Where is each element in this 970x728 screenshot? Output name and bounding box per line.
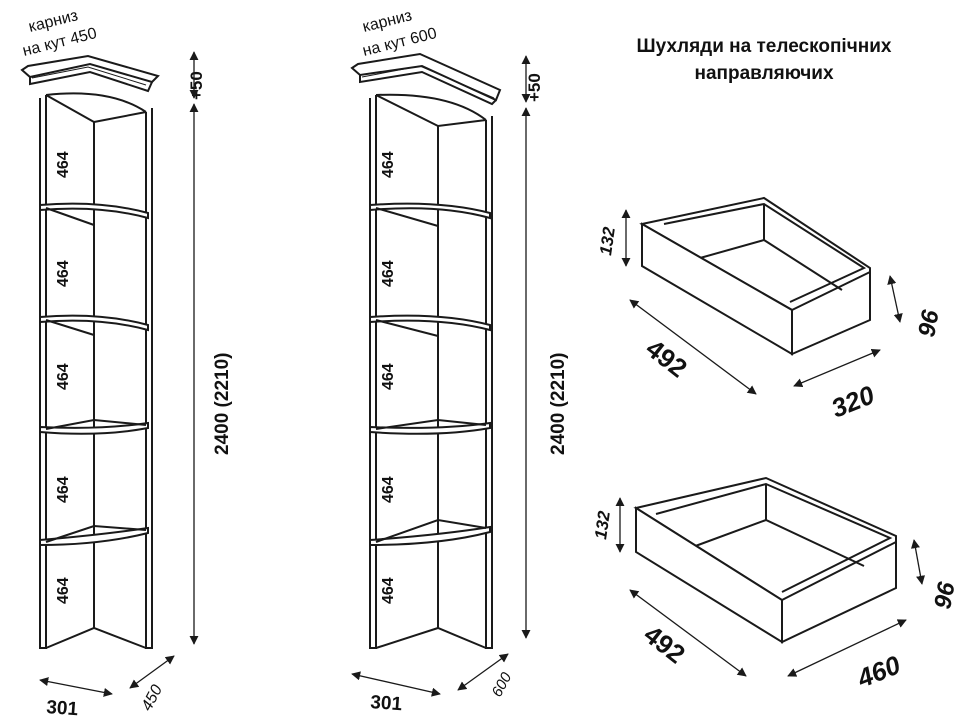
drawer-bottom-width: 492 bbox=[638, 619, 691, 669]
shelf-left-2: 464 bbox=[55, 260, 72, 287]
drawer-bottom-front-height: 96 bbox=[929, 579, 960, 611]
shelf-right-3: 464 bbox=[380, 363, 397, 390]
drawer-top-depth: 320 bbox=[827, 379, 879, 423]
height-left: 2400 (2210) bbox=[212, 353, 233, 455]
drawer-bottom bbox=[633, 476, 897, 644]
shelf-right-5: 464 bbox=[380, 577, 397, 604]
shelf-right-2: 464 bbox=[380, 260, 397, 287]
drawer-top-front-height: 96 bbox=[913, 307, 944, 339]
shelves-left bbox=[39, 202, 149, 547]
drawer-top bbox=[639, 196, 871, 356]
cabinet-left-labels: карниз на кут 450 +50 2400 (2210) 464 46… bbox=[21, 7, 233, 720]
height-right: 2400 (2210) bbox=[548, 353, 569, 455]
cabinet-left bbox=[20, 54, 160, 649]
shelf-right-4: 464 bbox=[380, 476, 397, 503]
shelves-right bbox=[369, 202, 491, 547]
top-extra-left: +50 bbox=[187, 71, 206, 100]
drawer-bottom-dims bbox=[615, 497, 926, 677]
shelf-right-1: 464 bbox=[380, 151, 397, 178]
cabinet-right-labels: карниз на кут 600 +50 2400 (2210) 464 46… bbox=[361, 7, 569, 715]
width-right: 301 bbox=[370, 692, 404, 715]
shelf-left-3: 464 bbox=[55, 363, 72, 390]
drawers-title-line1: Шухляди на телескопічних bbox=[637, 36, 892, 57]
depth-left: 450 bbox=[139, 682, 167, 714]
dims-right bbox=[351, 55, 531, 697]
top-extra-right: +50 bbox=[525, 73, 544, 102]
shelf-left-4: 464 bbox=[55, 476, 72, 503]
drawer-top-dims bbox=[621, 209, 903, 395]
shelf-left-1: 464 bbox=[55, 151, 72, 178]
cabinet-right bbox=[350, 52, 502, 649]
depth-right: 600 bbox=[489, 669, 516, 700]
drawer-bottom-height: 132 bbox=[591, 509, 614, 540]
width-left: 301 bbox=[46, 697, 80, 720]
drawers-title-line2: направляючих bbox=[694, 63, 833, 84]
dims-left bbox=[39, 51, 199, 697]
cornice-right bbox=[350, 52, 502, 106]
drawer-top-height: 132 bbox=[596, 225, 619, 256]
drawer-bottom-depth: 460 bbox=[852, 649, 905, 694]
cornice-left bbox=[20, 54, 160, 93]
shelf-left-5: 464 bbox=[55, 577, 72, 604]
